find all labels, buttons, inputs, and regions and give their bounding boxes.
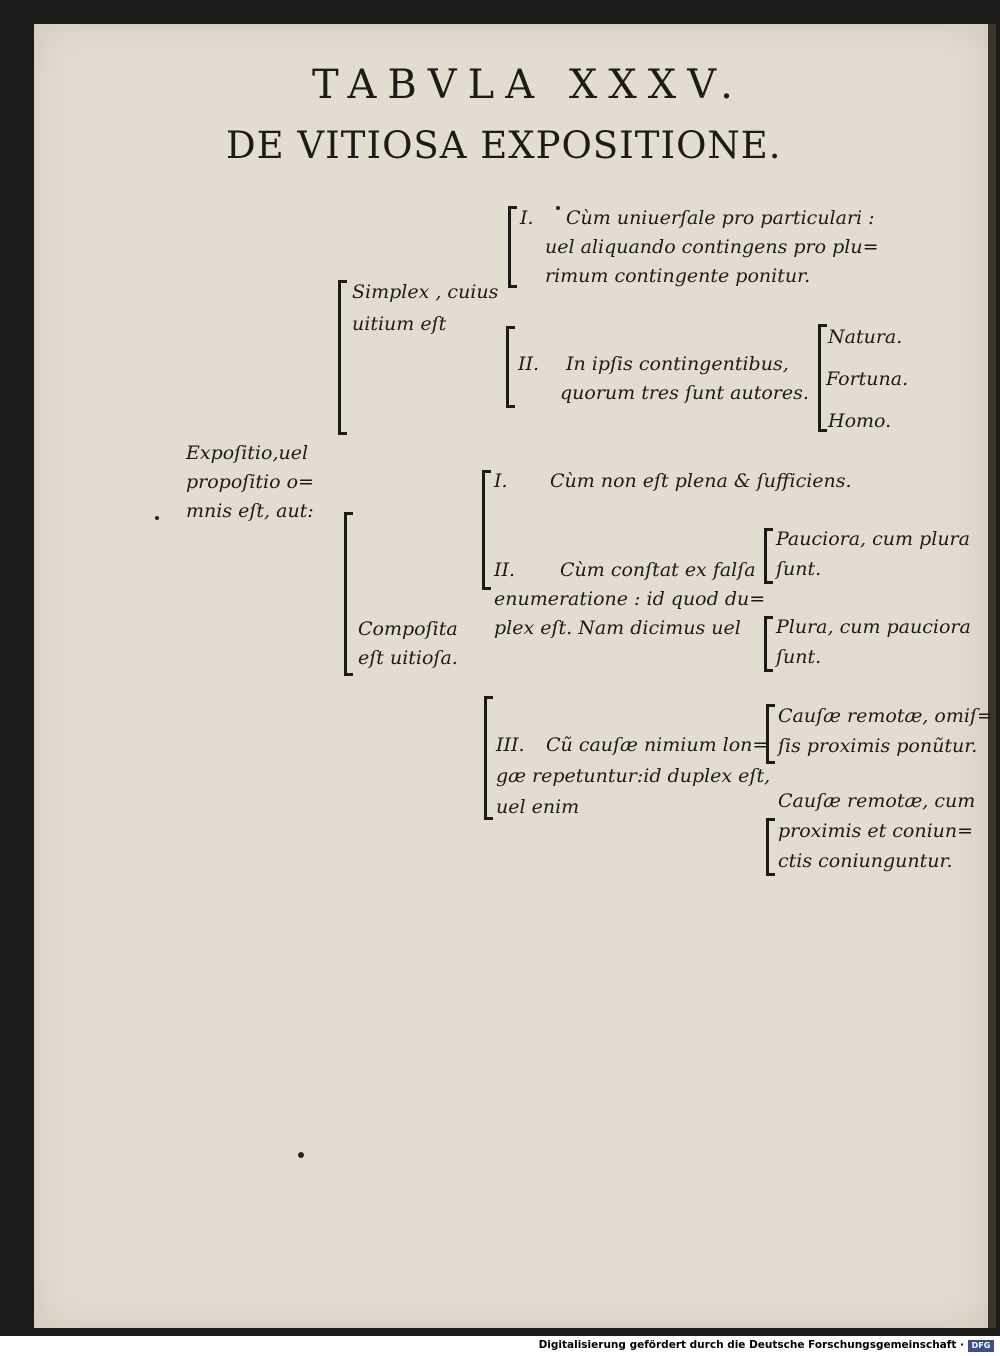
- footer-credit: Digitalisierung gefördert durch die Deut…: [538, 1339, 964, 1351]
- brace-authors: [818, 324, 831, 432]
- brace-item2-opt1: [764, 528, 777, 584]
- item3-opt2-line-2: proximis et coniun=: [778, 820, 974, 842]
- composita-item3-line-1: Cũ cauſæ nimium lon=: [546, 734, 769, 756]
- composita-item2-line-3: plex eſt. Nam dicimus uel: [494, 617, 741, 639]
- brace-item3-opt2: [766, 818, 779, 876]
- author-natura: Natura.: [828, 326, 903, 348]
- composita-item2-numeral: II.: [494, 559, 516, 581]
- brace-item2-opt2: [764, 616, 777, 672]
- composita-item1-numeral: I.: [494, 470, 508, 492]
- root-line-1: Expoſitio,uel: [186, 442, 309, 464]
- brace-item3-opt1: [766, 704, 779, 764]
- item3-opt1-line-2: ſis proximis ponũtur.: [778, 735, 978, 757]
- simplex-item2-line-2: quorum tres ſunt autores.: [560, 382, 809, 404]
- author-fortuna: Fortuna.: [826, 368, 909, 390]
- footer-bar: [0, 1336, 1000, 1356]
- page-title: TABVLA XXXV.: [312, 62, 744, 108]
- item2-opt2-line-2: ſunt.: [776, 646, 822, 668]
- item2-opt2-line-1: Plura, cum pauciora: [776, 616, 971, 638]
- item2-opt1-line-2: ſunt.: [776, 558, 822, 580]
- brace-simplex: [338, 280, 351, 435]
- brace-composita-items: [482, 470, 495, 590]
- simplex-line-2: uitium eſt: [352, 313, 447, 335]
- brace-simplex-item2: [506, 326, 519, 408]
- item2-opt1-line-1: Pauciora, cum plura: [776, 528, 970, 550]
- composita-item3-line-3: uel enim: [496, 796, 580, 818]
- brace-composita: [344, 512, 357, 676]
- root-line-2: propoſitio o=: [186, 471, 314, 493]
- composita-line-1: Compoſita: [358, 618, 458, 640]
- composita-item3-line-2: gæ repetuntur:id duplex eſt,: [496, 765, 771, 787]
- brace-composita-item3: [484, 696, 497, 820]
- composita-item1-text: Cùm non eſt plena & ſufficiens.: [550, 470, 852, 492]
- simplex-item1-numeral: I.: [520, 207, 534, 229]
- book-page: [34, 24, 988, 1328]
- item3-opt2-line-1: Cauſæ remotæ, cum: [778, 790, 976, 812]
- author-homo: Homo.: [828, 410, 892, 432]
- simplex-item2-numeral: II.: [518, 353, 540, 375]
- item3-opt1-line-1: Cauſæ remotæ, omiſ=: [778, 705, 993, 727]
- simplex-item2-line-1: In ipſis contingentibus,: [566, 353, 789, 375]
- page-edge: [988, 24, 996, 1328]
- ink-speck: [155, 516, 159, 520]
- ink-speck: [556, 206, 560, 210]
- item3-opt2-line-3: ctis coniunguntur.: [778, 850, 953, 872]
- brace-simplex-item1: [508, 206, 521, 288]
- ink-speck: [298, 1152, 304, 1158]
- composita-line-2: eſt uitioſa.: [358, 647, 458, 669]
- simplex-item1-line-2: uel aliquando contingens pro plu=: [545, 236, 879, 258]
- page-subtitle: DE VITIOSA EXPOSITIONE.: [226, 124, 782, 167]
- composita-item3-numeral: III.: [496, 734, 525, 756]
- composita-item2-line-1: Cùm conſtat ex falſa: [560, 559, 756, 581]
- simplex-item1-line-3: rimum contingente ponitur.: [545, 265, 811, 287]
- dfg-logo: DFG: [968, 1340, 994, 1352]
- composita-item2-line-2: enumeratione : id quod du=: [494, 588, 766, 610]
- root-line-3: mnis eſt, aut:: [186, 500, 314, 522]
- simplex-item1-line-1: Cùm uniuerſale pro particulari :: [566, 207, 875, 229]
- simplex-line-1: Simplex , cuius: [352, 281, 499, 303]
